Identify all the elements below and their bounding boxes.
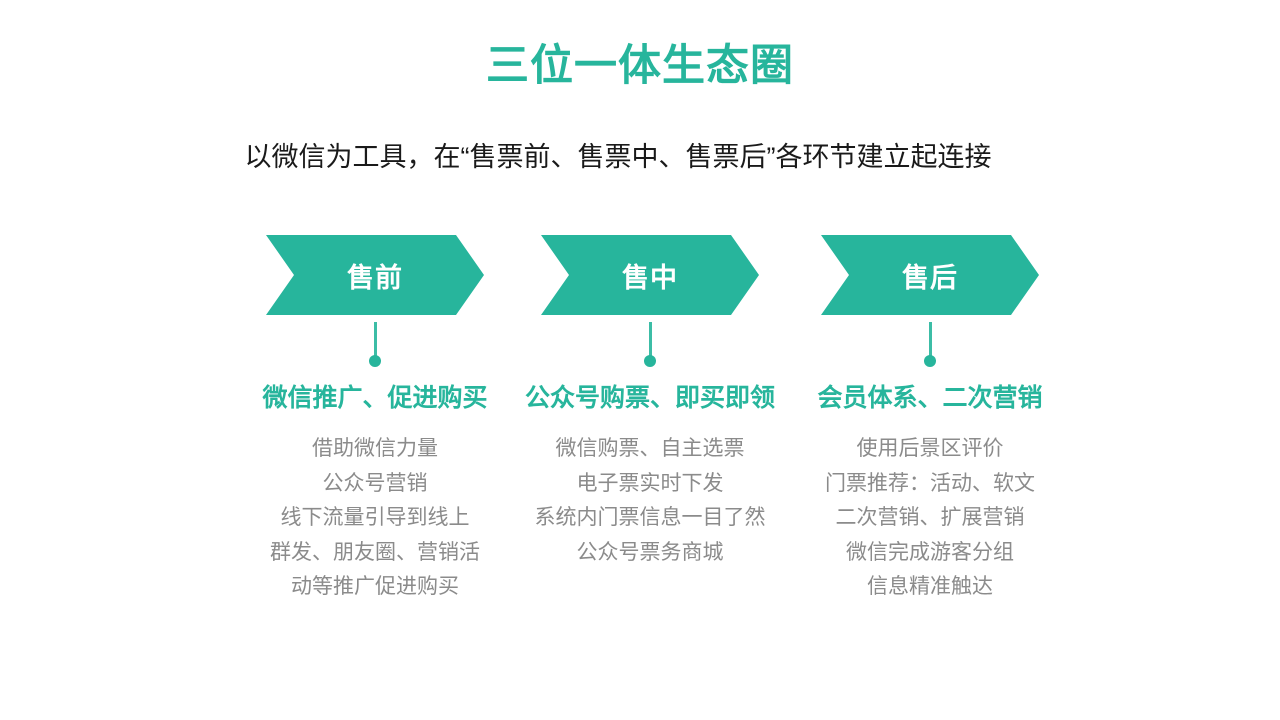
- list-line: 信息精准触达: [867, 575, 993, 598]
- list-line: 群发、朋友圈、营销活: [270, 540, 480, 564]
- column-heading: 微信推广、促进购买: [262, 384, 488, 412]
- list-line: 二次营销、扩展营销: [835, 506, 1025, 529]
- slide-subtitle: 以微信为工具，在“售票前、售票中、售票后”各环节建立起连接: [244, 142, 992, 172]
- list-line: 公众号营销: [322, 471, 428, 495]
- list-line: 电子票实时下发: [576, 471, 724, 495]
- chevron-arrow: 售后: [821, 235, 1039, 315]
- connector-stem: [928, 322, 932, 356]
- list-line: 微信完成游客分组: [846, 540, 1014, 564]
- list-line: 动等推广促进购买: [291, 575, 459, 598]
- list-line: 线下流量引导到线上: [280, 506, 470, 529]
- list-line: 公众号票务商城: [576, 540, 724, 564]
- stage-column-post-sale: 售后 会员体系、二次营销 使用后景区评价 门票推荐：活动、软文 二次营销、扩展营…: [790, 235, 1070, 605]
- feature-list: 借助微信力量 公众号营销 线下流量引导到线上 群发、朋友圈、营销活 动等推广促进…: [235, 432, 515, 605]
- list-line: 系统内门票信息一目了然: [534, 506, 766, 529]
- chevron-arrow: 售中: [541, 235, 759, 315]
- stage-label: 售中: [622, 262, 678, 293]
- chevron-arrow: 售前: [266, 235, 484, 315]
- connector-stem: [648, 322, 652, 356]
- connector: [235, 322, 515, 367]
- column-heading: 公众号购票、即买即领: [524, 384, 775, 412]
- connector-dot: [369, 355, 381, 367]
- connector-dot: [644, 355, 656, 367]
- stage-column-pre-sale: 售前 微信推广、促进购买 借助微信力量 公众号营销 线下流量引导到线上 群发、朋…: [235, 235, 515, 605]
- connector: [510, 322, 790, 367]
- slide-title: 三位一体生态圈: [486, 42, 794, 90]
- stage-column-mid-sale: 售中 公众号购票、即买即领 微信购票、自主选票 电子票实时下发 系统内门票信息一…: [510, 235, 790, 570]
- feature-list: 使用后景区评价 门票推荐：活动、软文 二次营销、扩展营销 微信完成游客分组 信息…: [790, 432, 1070, 605]
- stage-label: 售后: [902, 262, 958, 293]
- feature-list: 微信购票、自主选票 电子票实时下发 系统内门票信息一目了然 公众号票务商城: [510, 432, 790, 570]
- connector-stem: [373, 322, 377, 356]
- connector-dot: [924, 355, 936, 367]
- list-line: 借助微信力量: [312, 437, 438, 460]
- list-line: 门票推荐：活动、软文: [825, 471, 1035, 495]
- list-line: 使用后景区评价: [856, 437, 1004, 460]
- list-line: 微信购票、自主选票: [555, 437, 745, 460]
- connector: [790, 322, 1070, 367]
- column-heading: 会员体系、二次营销: [817, 384, 1043, 412]
- stage-label: 售前: [347, 262, 403, 293]
